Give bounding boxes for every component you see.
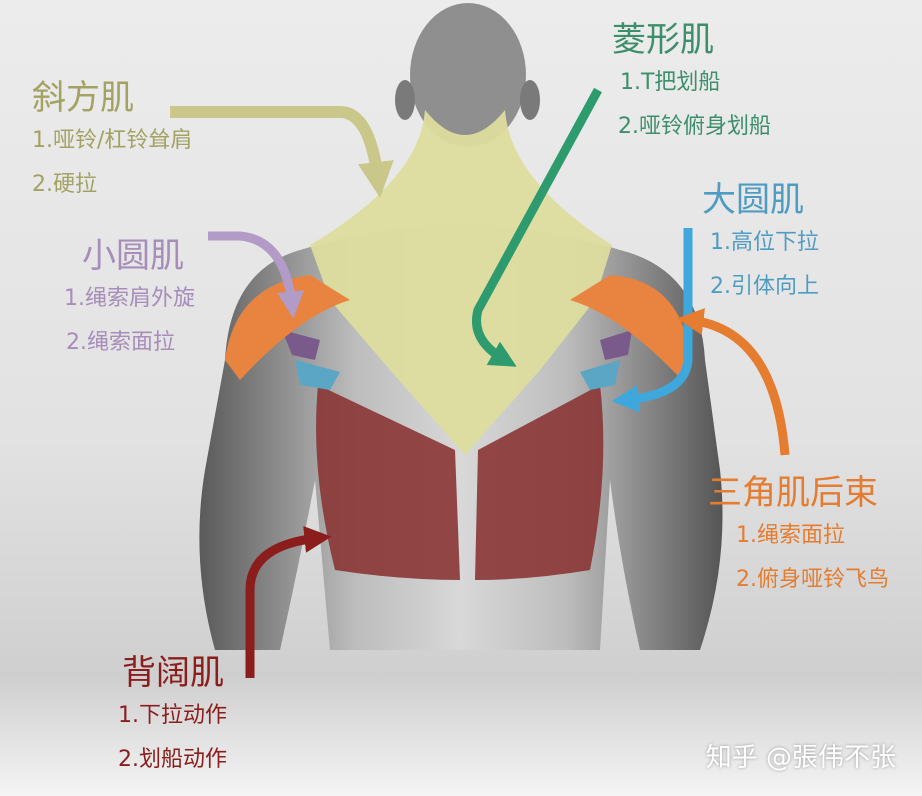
rear-deltoid-label: 三角肌后束 1.绳索面拉 2.俯身哑铃飞鸟 — [708, 465, 889, 602]
rhomboid-label: 菱形肌 1.T把划船 2.哑铃俯身划船 — [612, 12, 771, 149]
teres-major-label: 大圆肌 1.高位下拉 2.引体向上 — [702, 172, 819, 309]
trapezius-title: 斜方肌 — [32, 78, 134, 118]
rear-deltoid-title: 三角肌后束 — [708, 473, 878, 513]
trapezius-exercise-2: 2.硬拉 — [32, 172, 97, 197]
head — [410, 3, 526, 147]
trapezius-label: 斜方肌 1.哑铃/杠铃耸肩 2.硬拉 — [32, 70, 192, 207]
teres-minor-label: 小圆肌 1.绳索肩外旋 2.绳索面拉 — [64, 228, 195, 365]
trapezius-exercise-1: 1.哑铃/杠铃耸肩 — [32, 128, 193, 153]
watermark: 知乎 @張伟不张 — [705, 743, 896, 773]
latissimus-title: 背阔肌 — [122, 653, 224, 693]
rhomboid-exercise-2: 2.哑铃俯身划船 — [618, 114, 771, 139]
teres-major-exercise-2: 2.引体向上 — [710, 274, 819, 299]
latissimus-muscle — [316, 385, 460, 580]
teres-major-exercise-1: 1.高位下拉 — [710, 230, 819, 255]
rhomboid-title: 菱形肌 — [612, 20, 714, 60]
rear-deltoid-exercise-1: 1.绳索面拉 — [736, 523, 845, 548]
teres-minor-title: 小圆肌 — [82, 236, 184, 276]
rhomboid-exercise-1: 1.T把划船 — [620, 70, 721, 95]
latissimus-label: 背阔肌 1.下拉动作 2.划船动作 — [118, 645, 227, 782]
rear-deltoid-muscle — [225, 275, 350, 380]
rear-deltoid-exercise-2: 2.俯身哑铃飞鸟 — [736, 567, 889, 592]
teres-minor-exercise-1: 1.绳索肩外旋 — [64, 286, 195, 311]
latissimus-exercise-1: 1.下拉动作 — [118, 703, 227, 728]
teres-minor-exercise-2: 2.绳索面拉 — [66, 330, 175, 355]
latissimus-exercise-2: 2.划船动作 — [118, 747, 227, 772]
teres-major-title: 大圆肌 — [702, 180, 804, 220]
